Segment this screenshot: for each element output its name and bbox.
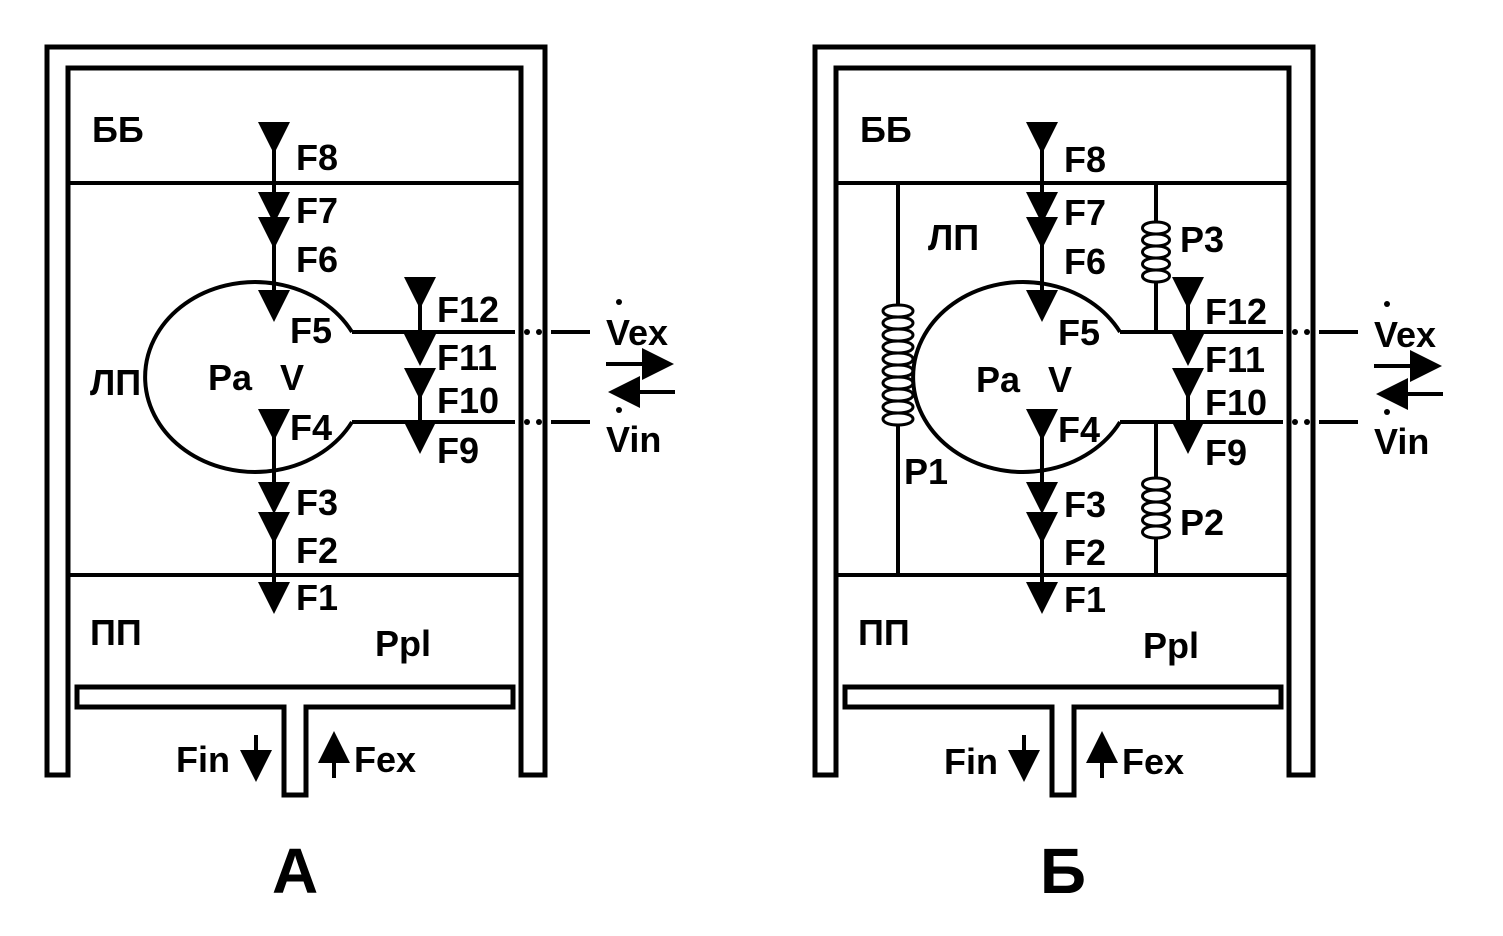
label-vex: Vex — [1374, 314, 1436, 355]
label-f7: F7 — [1064, 192, 1106, 233]
label-f11: F11 — [437, 337, 497, 378]
label-f6: F6 — [1064, 241, 1106, 282]
label-fex: Fex — [1122, 741, 1184, 782]
label-fex: Fex — [354, 739, 416, 780]
label-f9: F9 — [437, 430, 479, 471]
label-pa: Pa — [976, 359, 1021, 400]
caption-b: Б — [1040, 835, 1086, 907]
label-f12: F12 — [437, 289, 499, 330]
label-v: V — [1048, 359, 1072, 400]
label-f7: F7 — [296, 190, 338, 231]
label-vin: Vin — [1374, 421, 1429, 462]
label-f1: F1 — [296, 577, 338, 618]
spring-p2 — [1141, 422, 1171, 575]
piston — [74, 684, 516, 798]
label-f3: F3 — [296, 482, 338, 523]
caption-a: А — [272, 835, 318, 907]
label-ppl: Ppl — [375, 623, 431, 664]
spring-p1 — [881, 183, 915, 575]
panel-b: ББ ЛП ПП Pa V Ppl F1 F2 F3 F4 F5 F6 F7 F… — [812, 44, 1443, 907]
label-f3: F3 — [1064, 484, 1106, 525]
label-p2: P2 — [1180, 502, 1224, 543]
label-pp: ПП — [858, 612, 910, 653]
label-ppl: Ppl — [1143, 625, 1199, 666]
label-bb: ББ — [92, 109, 144, 150]
label-f6: F6 — [296, 239, 338, 280]
label-f4: F4 — [290, 407, 332, 448]
label-lp: ЛП — [928, 217, 979, 258]
label-f4: F4 — [1058, 409, 1100, 450]
label-vin: Vin — [606, 419, 661, 460]
label-f5: F5 — [290, 310, 332, 351]
label-f11: F11 — [1205, 339, 1265, 380]
label-lp: ЛП — [90, 362, 141, 403]
label-f9: F9 — [1205, 432, 1247, 473]
label-f1: F1 — [1064, 579, 1106, 620]
piston — [842, 684, 1284, 798]
label-fin: Fin — [176, 739, 230, 780]
label-pa: Pa — [208, 357, 253, 398]
label-p3: P3 — [1180, 219, 1224, 260]
housing-outer — [44, 44, 548, 778]
label-vex: Vex — [606, 312, 668, 353]
label-fin: Fin — [944, 741, 998, 782]
label-f8: F8 — [1064, 139, 1106, 180]
spring-p3 — [1141, 183, 1171, 332]
label-v: V — [280, 357, 304, 398]
label-f5: F5 — [1058, 312, 1100, 353]
panel-a: ББ ЛП ПП Pa V Ppl F1 F2 F3 F4 F5 F6 F7 F… — [44, 44, 675, 907]
label-f2: F2 — [1064, 532, 1106, 573]
label-f12: F12 — [1205, 291, 1267, 332]
label-pp: ПП — [90, 612, 142, 653]
label-f10: F10 — [437, 380, 499, 421]
label-f2: F2 — [296, 530, 338, 571]
label-bb: ББ — [860, 109, 912, 150]
label-f8: F8 — [296, 137, 338, 178]
label-f10: F10 — [1205, 382, 1267, 423]
housing-outer — [812, 44, 1316, 778]
label-p1: P1 — [904, 451, 948, 492]
